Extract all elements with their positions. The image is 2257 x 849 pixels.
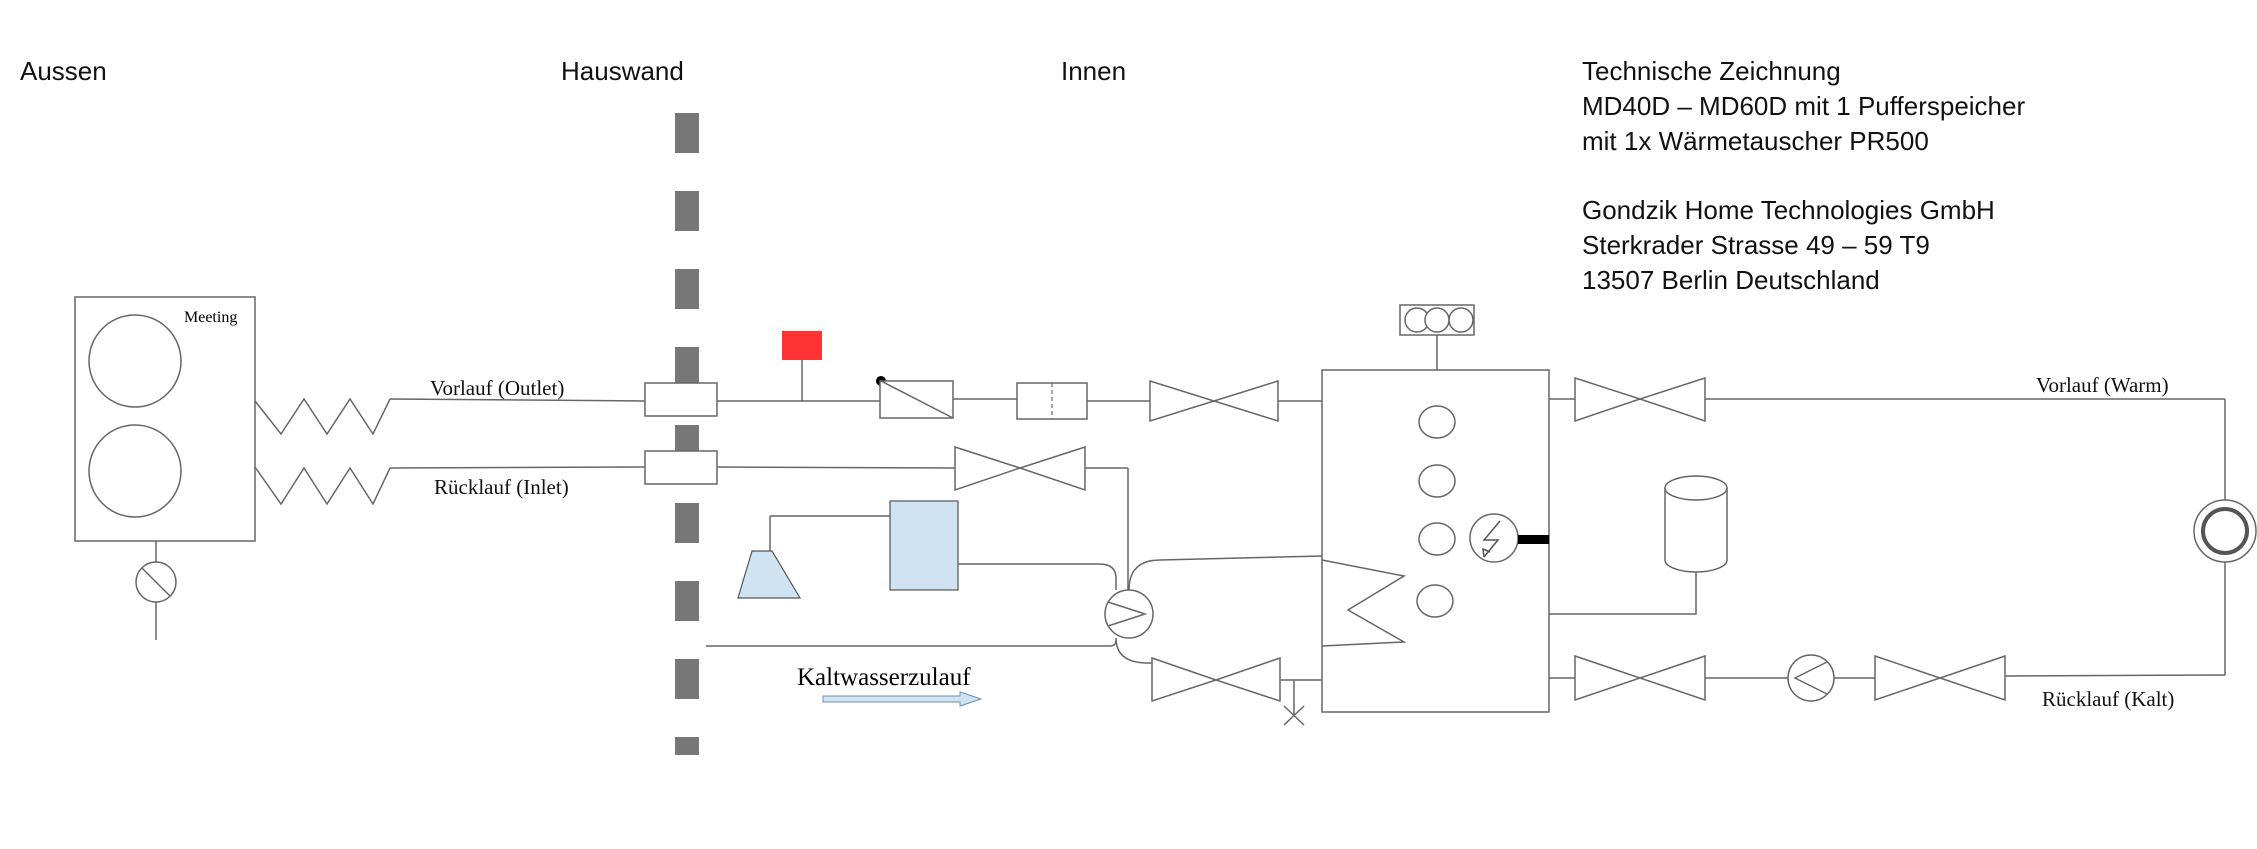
info-company: Gondzik Home Technologies GmbH [1582, 195, 1995, 225]
gate-valve [1874, 654, 2006, 702]
sensor-port [1416, 584, 1454, 618]
gate-valve [1151, 656, 1281, 703]
zone-label-wall: Hauswand [561, 56, 684, 86]
heat-exchanger-coil [1321, 559, 1407, 647]
gate-valve [1149, 379, 1279, 423]
wall-sleeve [644, 382, 718, 417]
pipe-label-inlet: Rücklauf (Inlet) [434, 475, 569, 499]
gate-valve [1574, 376, 1706, 423]
sensor-port [1418, 405, 1456, 439]
fan-icon [88, 314, 182, 408]
info-block: Technische Zeichnung MD40D – MD60D mit 1… [1582, 56, 2025, 295]
flex-hose-outlet [254, 397, 391, 436]
gate-valve [954, 445, 1086, 492]
zone-label-inside: Innen [1061, 56, 1126, 86]
info-model: MD40D – MD60D mit 1 Pufferspeicher [1582, 91, 2025, 121]
expansion-vessel [737, 550, 802, 599]
electric-heater-icon [1469, 513, 1519, 563]
zone-label-outside: Aussen [20, 56, 107, 86]
temperature-sensor [782, 331, 822, 360]
flex-hose-inlet [254, 466, 391, 506]
wall-sleeve [644, 450, 718, 485]
pipe-label-coldwater: Kaltwasserzulauf [797, 664, 971, 691]
info-title: Technische Zeichnung [1582, 56, 1841, 86]
buffer-vessel [889, 500, 959, 591]
pipe-label-cold: Rücklauf (Kalt) [2042, 687, 2174, 711]
info-city: 13507 Berlin Deutschland [1582, 265, 1880, 295]
storage-cylinder [1664, 475, 1728, 573]
outdoor-heat-pump-unit: Meeting [74, 296, 256, 640]
gate-valve [1574, 654, 1706, 702]
info-exchanger: mit 1x Wärmetauscher PR500 [1582, 126, 1929, 156]
buffer-tank [1321, 304, 1550, 713]
fan-icon [88, 424, 182, 518]
house-wall [675, 113, 699, 755]
pipe-label-warm: Vorlauf (Warm) [2036, 373, 2169, 397]
sensor-port [1418, 522, 1456, 556]
info-street: Sterkrader Strasse 49 – 59 T9 [1582, 230, 1930, 260]
sensor-port [1418, 464, 1456, 498]
flow-arrow [822, 691, 983, 707]
pipe-label-outlet: Vorlauf (Outlet) [430, 376, 564, 400]
unit-label: Meeting [184, 309, 237, 326]
